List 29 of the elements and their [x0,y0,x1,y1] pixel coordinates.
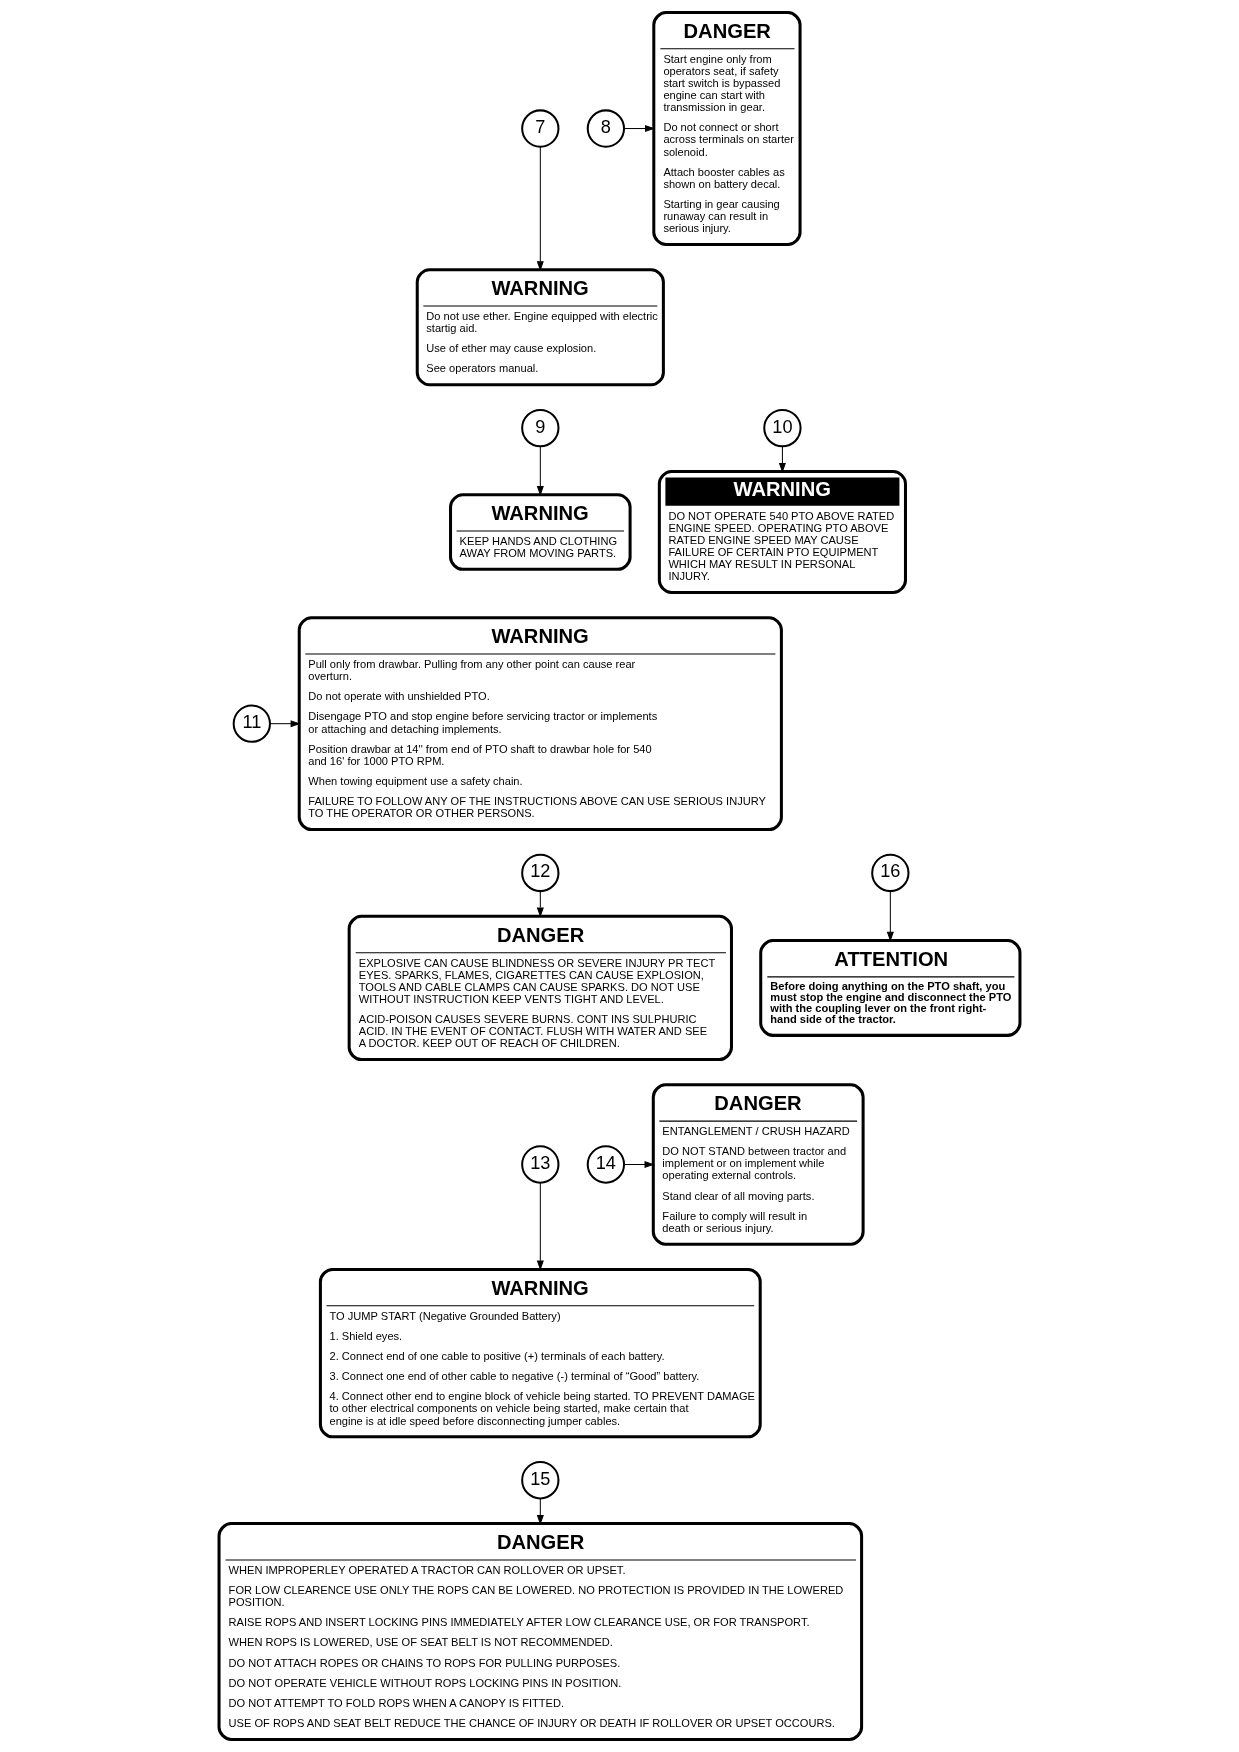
arrow [536,146,544,272]
node-circle: 12 [521,853,560,893]
node-box: DANGER Start engine only from operators seat, if safety start switch is bypassed engine can start with transmission in gear. Do not connect or short across terminals on starter solenoid. Attach booster cables as shown on battery decal. Starting in gear causing runaway can result in serious injury. [652,11,802,247]
arrow [623,1160,655,1169]
node-circle: 8 [586,109,626,148]
node-box: ATTENTION Before doing anything on the PTO shaft, you must stop the engine and disconnect the PTO with the coupling lever on the front right-hand side of the tractor. [759,939,1022,1037]
node-circle: 13 [521,1145,560,1184]
arrow [536,1182,544,1271]
node-box: WARNING Pull only from drawbar. Pulling from any other point can cause rear overturn. Do not operate with unshielded PTO. Disengage PTO and stop engine before servicing tractor or implements or attaching and detaching implements. Position drawbar at 14'' from end of PTO shaft to drawbar hole for 540 and 16' for 1000 PTO RPM. When towing equipment use a safety chain. FAILURE TO FOLLOW ANY OF THE INSTRUCTIONS ABOVE CAN USE SERIOUS INJURY TO THE OPERATOR OR OTHER PERSONS. [297,616,783,832]
node-box: WARNING KEEP HANDS AND CLOTHING AWAY FROM MOVING PARTS. [449,493,632,571]
arrow [778,445,786,473]
node-box: DANGER ENTANGLEMENT / CRUSH HAZARD DO NOT STAND between tractor and implement or on implement while operating external controls. Stand clear of all moving parts. Failure to comply will result in death or serious injury. [651,1083,865,1246]
arrow [536,890,544,918]
arrow [536,445,544,497]
node-box: WARNING TO JUMP START (Negative Grounded Battery) 1. Shield eyes. 2. Connect end of one cable to positive (+) terminals of each battery. 3. Connect one end of other cable to negative (-) terminal of “Good” battery. 4. Connect other end to engine block of vehicle being started. TO PREVENT DAMAGE to other electrical components on vehicle being started, make certain that engine is at idle speed before disconnecting jumper cables. [318,1267,762,1439]
arrow [269,720,301,728]
node-box: DANGER WHEN IMPROPERLEY OPERATED A TRACTOR CAN ROLLOVER OR UPSET. FOR LOW CLEARENCE USE ONLY THE ROPS CAN BE LOWERED. NO PROTECTION IS PROVIDED IN THE LOWERED POSITION. RAISE ROPS AND INSERT LOCKING PINS IMMEDIATELY AFTER LOW CLEARANCE USE, OR FOR TRANSPORT. WHEN ROPS IS LOWERED, USE OF SEAT BELT IS NOT RECOMMENDED. DO NOT ATTACH ROPES OR CHAINS TO ROPS FOR PULLING PURPOSES. DO NOT OPERATE VEHICLE WITHOUT ROPS LOCKING PINS IN POSITION. DO NOT ATTEMPT TO FOLD ROPS WHEN A CANOPY IS FITTED. USE OF ROPS AND SEAT BELT REDUCE THE CHANCE OF INJURY OR DEATH IF ROLLOVER OR UPSET OCCOURS. [217,1522,864,1741]
node-circle: 10 [763,408,802,448]
arrow [623,125,656,133]
node-box: WARNING DO NOT OPERATE 540 PTO ABOVE RATED ENGINE SPEED. OPERATING PTO ABOVE RATED ENGINE SPEED MAY CAUSE FAILURE OF CERTAIN PTO EQUIPMENT WHICH MAY RESULT IN PERSONAL INJURY. [657,470,907,595]
node-circle: 9 [521,408,560,448]
node-circle: 11 [232,704,271,743]
node-circle: 7 [521,109,560,148]
node-circle: 16 [871,853,910,893]
node-circle: 15 [521,1461,560,1500]
node-box: WARNING Do not use ether. Engine equipped with electric startig aid. Use of ether may cause explosion. See operators manual. [415,268,665,387]
node-box: DANGER EXPLOSIVE CAN CAUSE BLINDNESS OR SEVERE INJURY PR TECT EYES. SPARKS, FLAMES, CIGARETTES CAN CAUSE EXPLOSION, TOOLS AND CABLE CLAMPS CAN CAUSE SPARKS. DO NOT USE WITHOUT INSTRUCTION KEEP VENTS TIGHT AND LEVEL. ACID-POISON CAUSES SEVERE BURNS. CONT INS SULPHURIC ACID. IN THE EVENT OF CONTACT. FLUSH WITH WATER AND SEE A DOCTOR. KEEP OUT OF REACH OF CHILDREN. [347,914,733,1062]
node-circle: 14 [586,1145,626,1184]
arrow [886,890,894,942]
